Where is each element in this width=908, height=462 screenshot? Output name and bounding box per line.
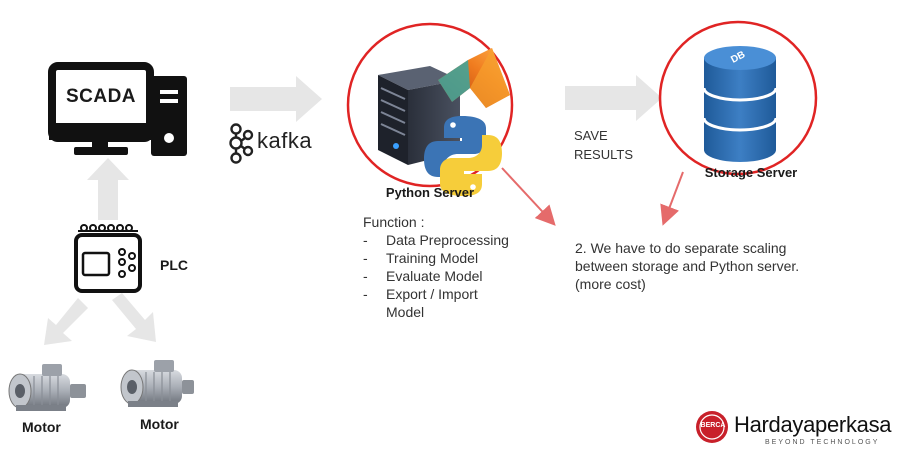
function-title: Function : (363, 214, 425, 230)
list-item: Training Model (363, 249, 513, 267)
brand-tagline: BEYOND TECHNOLOGY (765, 439, 880, 446)
list-item: Export / Import Model (363, 285, 513, 321)
storage-server-label: Storage Server (704, 165, 798, 180)
arrow-plc-to-motor-left (44, 298, 88, 345)
python-logo-icon (424, 116, 502, 196)
motor-right-icon (120, 360, 194, 407)
berca-logo-icon (696, 411, 728, 443)
motor-left-label: Motor (22, 419, 61, 435)
plc-icon (74, 224, 142, 293)
arrow-python-to-storage (565, 75, 662, 121)
motor-right-label: Motor (140, 416, 179, 432)
scaling-note: 2. We have to do separate scaling betwee… (575, 240, 800, 292)
kafka-logo-icon (229, 123, 254, 164)
storage-server-highlight (658, 20, 818, 176)
brand-badge: BERCA (700, 422, 726, 429)
list-item: Evaluate Model (363, 267, 513, 285)
motor-left-icon (8, 364, 86, 411)
scada-computer-icon (48, 62, 187, 156)
plc-label: PLC (160, 257, 188, 273)
arrow-plc-to-scada (87, 158, 129, 220)
arrow-scada-to-kafka (230, 76, 322, 122)
matlab-logo-icon (438, 48, 510, 108)
kafka-label: kafka (257, 128, 313, 153)
save-results-label: SAVE RESULTS (574, 128, 633, 162)
function-list: Function : Data Preprocessing Training M… (363, 213, 513, 321)
python-server-label: Python Server (385, 185, 475, 200)
list-item: Data Preprocessing (363, 231, 513, 249)
database-cylinder-icon (702, 46, 778, 162)
callout-arrow-storage (660, 171, 684, 226)
python-server-highlight (346, 22, 514, 188)
function-items: Data Preprocessing Training Model Evalua… (363, 231, 513, 321)
scada-label: SCADA (65, 86, 137, 107)
arrow-plc-to-motor-right (112, 293, 156, 342)
brand-name: Hardayaperkasa (734, 412, 892, 437)
callout-arrow-python (501, 167, 556, 226)
